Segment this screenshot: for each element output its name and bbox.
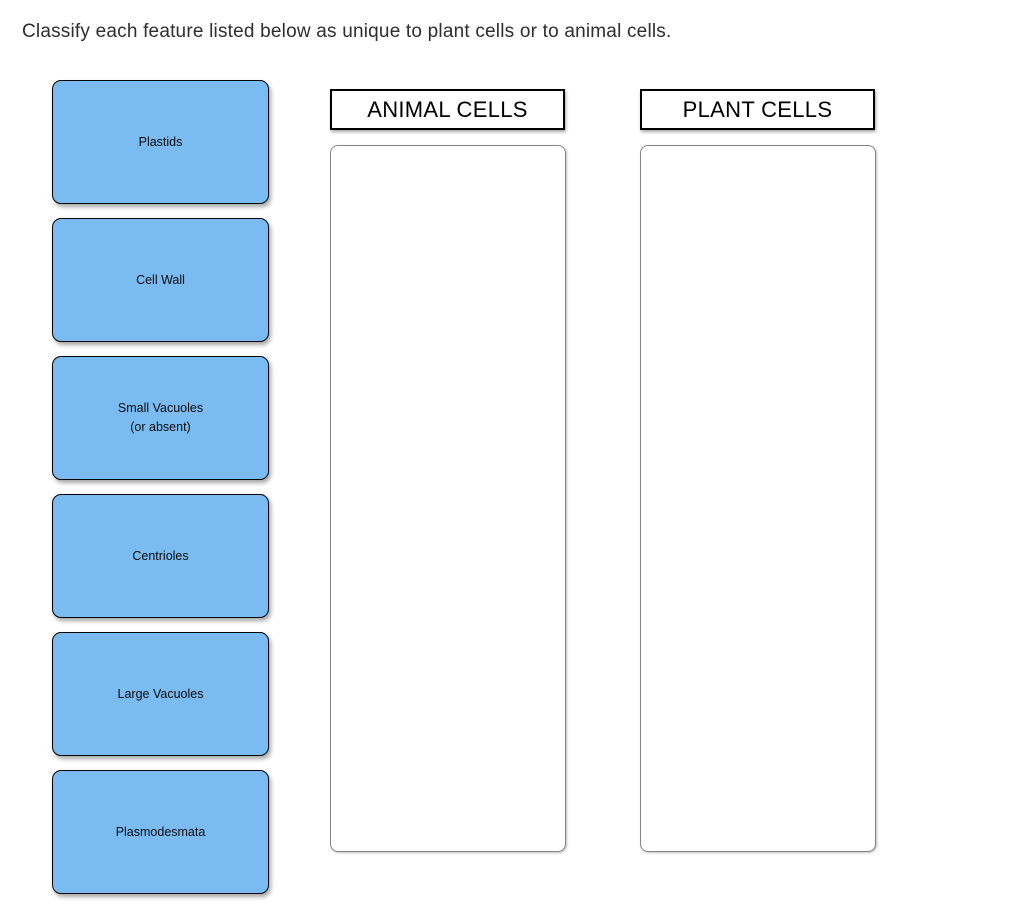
animal-cells-drop-zone[interactable] (330, 145, 566, 852)
feature-card-label: Cell Wall (136, 272, 185, 287)
feature-card-plastids[interactable]: Plastids (52, 80, 269, 204)
instruction-text: Classify each feature listed below as un… (22, 21, 672, 42)
feature-card-cell-wall[interactable]: Cell Wall (52, 218, 269, 342)
feature-card-label: Small Vacuoles (or absent) (117, 401, 204, 434)
feature-card-label: Large Vacuoles (117, 686, 204, 701)
plant-cells-header-label: PLANT CELLS (682, 96, 833, 122)
feature-card-large-vacuoles[interactable]: Large Vacuoles (52, 632, 269, 756)
plant-cells-drop-zone[interactable] (640, 145, 876, 852)
animal-cells-header-label: ANIMAL CELLS (367, 96, 528, 122)
feature-card-small-vacuoles[interactable]: Small Vacuoles (or absent) (52, 356, 269, 480)
plant-cells-header: PLANT CELLS (640, 89, 875, 130)
feature-card-label: Plastids (138, 134, 183, 149)
feature-card-label: Plasmodesmata (115, 824, 206, 839)
feature-card-centrioles[interactable]: Centrioles (52, 494, 269, 618)
feature-card-label: Centrioles (132, 548, 189, 563)
animal-cells-header: ANIMAL CELLS (330, 89, 565, 130)
feature-card-plasmodesmata[interactable]: Plasmodesmata (52, 770, 269, 894)
